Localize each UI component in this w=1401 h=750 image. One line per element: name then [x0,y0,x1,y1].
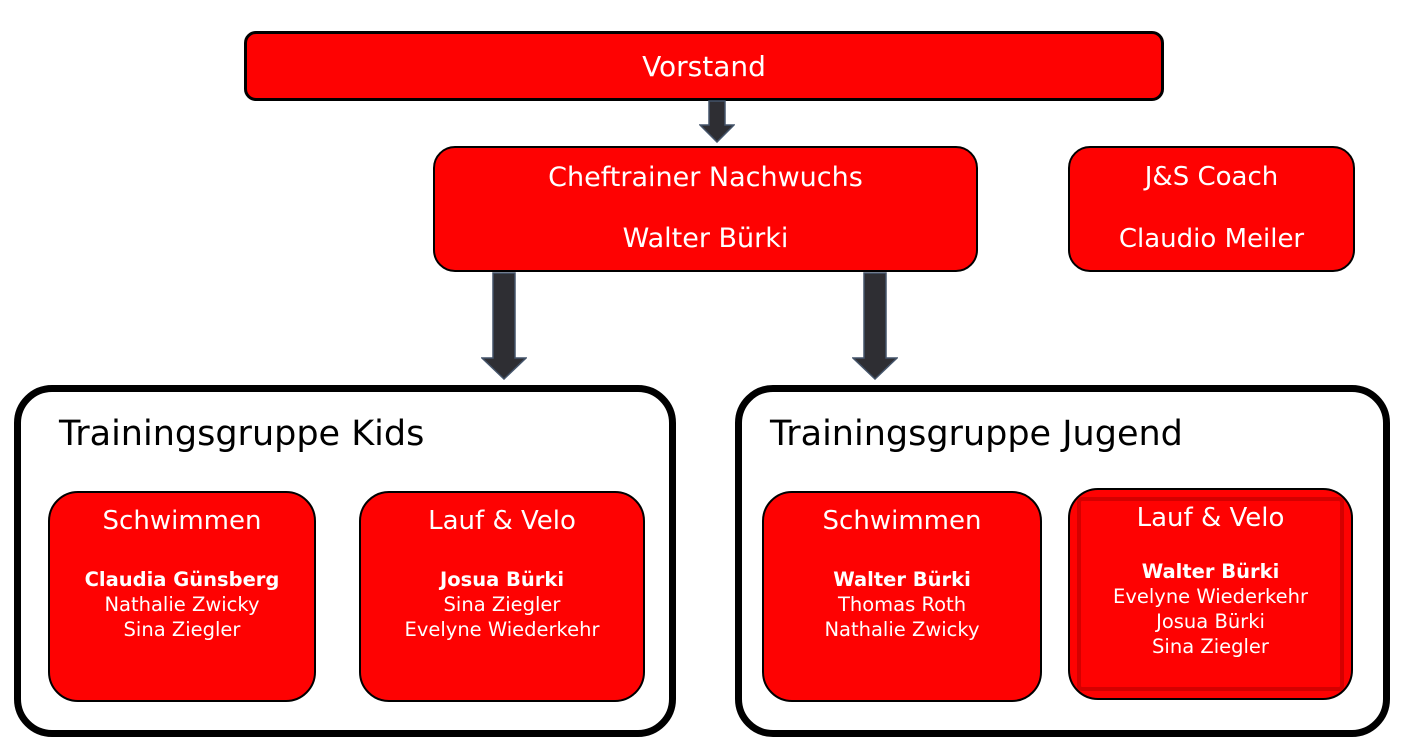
team-box-jugend-laufvelo: Lauf & Velo Walter Bürki Evelyne Wiederk… [1068,488,1353,700]
team-member: Evelyne Wiederkehr [404,618,600,641]
connector-arrow-down-icon [699,100,735,143]
cheftrainer-box: Cheftrainer Nachwuchs Walter Bürki [433,146,978,272]
team-members: Josua Bürki Sina Ziegler Evelyne Wiederk… [361,567,643,642]
team-title: Lauf & Velo [1136,503,1285,533]
team-title: Lauf & Velo [428,506,576,536]
team-lead: Claudia Günsberg [84,568,280,591]
team-title: Schwimmen [102,506,262,536]
group-kids-title: Trainingsgruppe Kids [59,414,425,454]
team-member: Nathalie Zwicky [824,618,980,641]
team-member: Sina Ziegler [443,593,561,616]
js-coach-title: J&S Coach [1144,162,1279,192]
team-member: Josua Bürki [1156,610,1265,633]
team-lead: Walter Bürki [1141,560,1280,583]
cheftrainer-title: Cheftrainer Nachwuchs [548,162,863,193]
team-lead: Josua Bürki [439,568,565,591]
vorstand-box: Vorstand [244,31,1164,101]
js-coach-name: Claudio Meiler [1118,224,1305,254]
team-lead: Walter Bürki [833,568,971,591]
team-member: Sina Ziegler [1152,635,1269,658]
team-members: Walter Bürki Evelyne Wiederkehr Josua Bü… [1070,559,1351,659]
team-title: Schwimmen [822,506,982,536]
team-member: Sina Ziegler [123,618,241,641]
team-members: Walter Bürki Thomas Roth Nathalie Zwicky [764,567,1040,642]
team-members: Claudia Günsberg Nathalie Zwicky Sina Zi… [50,567,314,642]
team-member: Evelyne Wiederkehr [1113,585,1308,608]
connector-arrow-down-right-icon [852,272,898,380]
team-box-kids-laufvelo: Lauf & Velo Josua Bürki Sina Ziegler Eve… [359,491,645,702]
team-member: Thomas Roth [837,593,967,616]
team-box-kids-schwimmen: Schwimmen Claudia Günsberg Nathalie Zwic… [48,491,316,702]
cheftrainer-name: Walter Bürki [622,223,789,254]
connector-arrow-down-left-icon [481,272,527,380]
team-member: Nathalie Zwicky [104,593,260,616]
vorstand-label: Vorstand [642,49,766,83]
js-coach-box: J&S Coach Claudio Meiler [1068,146,1355,272]
group-jugend-title: Trainingsgruppe Jugend [770,414,1183,454]
team-box-jugend-schwimmen: Schwimmen Walter Bürki Thomas Roth Natha… [762,491,1042,702]
